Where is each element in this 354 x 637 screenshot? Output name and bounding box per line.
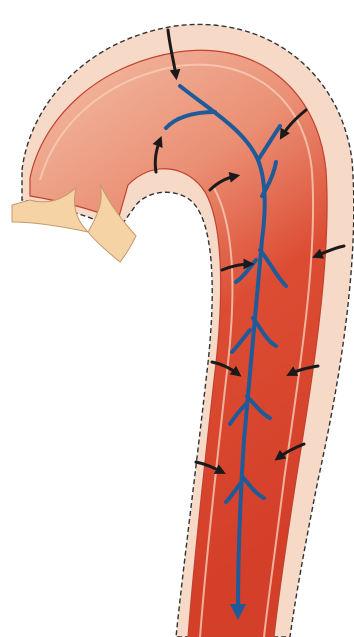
- aortic-wall: [30, 50, 327, 637]
